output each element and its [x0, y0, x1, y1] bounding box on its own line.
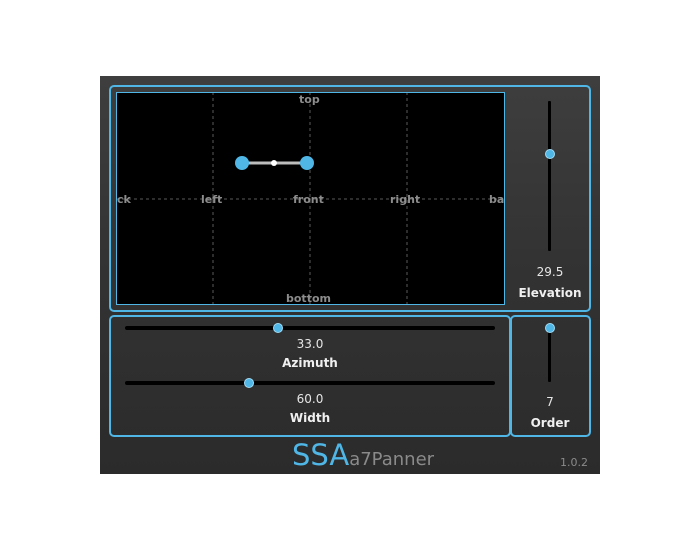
elevation-slider-knob[interactable] [545, 148, 555, 159]
elevation-value: 29.5 [536, 265, 564, 279]
field-label-top: top [299, 93, 320, 106]
elevation-slider-track[interactable] [548, 101, 551, 251]
order-slider-knob[interactable] [545, 323, 555, 333]
source-left-handle[interactable] [235, 156, 249, 170]
field-label-front: front [293, 193, 324, 206]
plugin-logo: SSAa7Panner [292, 438, 434, 474]
logo-prefix: SSA [292, 438, 350, 472]
width-label: Width [289, 411, 331, 425]
order-slider-track[interactable] [548, 330, 551, 382]
field-label-bottom: bottom [286, 292, 331, 305]
elevation-label: Elevation [518, 286, 582, 300]
width-slider-knob[interactable] [243, 378, 254, 388]
source-center-handle[interactable] [271, 160, 277, 166]
field-grid [116, 92, 505, 305]
width-slider-track[interactable] [125, 381, 495, 385]
panner-plugin-window: top bottom left front right ck ba 29.5 E… [100, 76, 600, 474]
width-value: 60.0 [296, 392, 324, 406]
field-label-back-right: ba [489, 193, 505, 206]
version-label: 1.0.2 [560, 456, 588, 469]
azimuth-slider-track[interactable] [125, 326, 495, 330]
field-label-left: left [201, 193, 223, 206]
azimuth-slider-knob[interactable] [272, 323, 283, 333]
field-label-back-left: ck [117, 193, 131, 206]
sound-field-display[interactable]: top bottom left front right ck ba [116, 92, 505, 305]
order-label: Order [530, 416, 570, 430]
field-label-right: right [390, 193, 421, 206]
order-value: 7 [546, 395, 554, 409]
order-panel [510, 315, 591, 437]
azimuth-value: 33.0 [296, 337, 324, 351]
logo-product-name: a7Panner [349, 449, 435, 470]
source-right-handle[interactable] [300, 156, 314, 170]
field-panel [109, 85, 591, 312]
azimuth-label: Azimuth [282, 356, 338, 370]
